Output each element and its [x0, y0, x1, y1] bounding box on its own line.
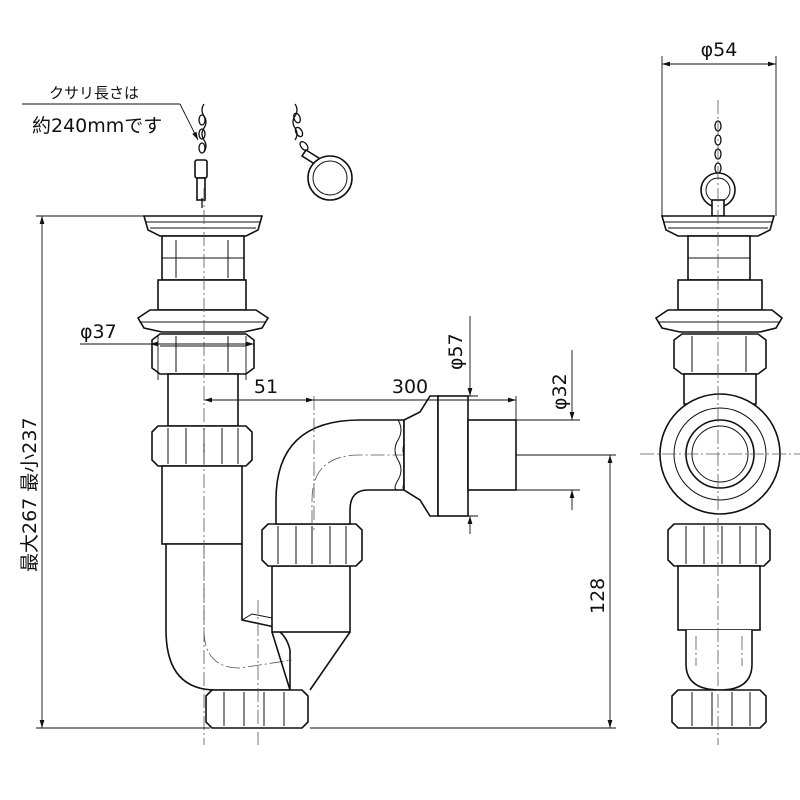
chain-note-line1: クサリ長さは [49, 84, 139, 102]
labels: クサリ長さは 約240mmです 最大267 最小237 φ54 φ37 51 3… [19, 39, 737, 614]
width-top-label: φ54 [701, 39, 738, 61]
side-view [640, 100, 800, 745]
union-nut-left [151, 425, 253, 467]
height-range-label: 最大267 最小237 [19, 417, 41, 572]
length-label: 300 [392, 376, 428, 398]
stopper-detail [292, 103, 353, 201]
dia-flange-label: φ57 [445, 333, 467, 370]
strainer-flange [142, 215, 264, 237]
chain-note-line2: 約240mmです [32, 115, 162, 137]
dia-stopper-label: φ37 [80, 321, 117, 343]
bottom-nut [205, 689, 309, 729]
outlet-height-label: 128 [587, 578, 609, 614]
wall-pipe [467, 419, 517, 491]
outlet-elbow [275, 419, 405, 525]
stopper-ring [136, 309, 270, 333]
chain-front [194, 103, 208, 208]
wall-flange [403, 395, 439, 517]
offset-label: 51 [254, 376, 278, 398]
locknut [151, 333, 255, 375]
dimension-lines [22, 56, 777, 729]
dia-pipe-label: φ32 [549, 373, 571, 410]
